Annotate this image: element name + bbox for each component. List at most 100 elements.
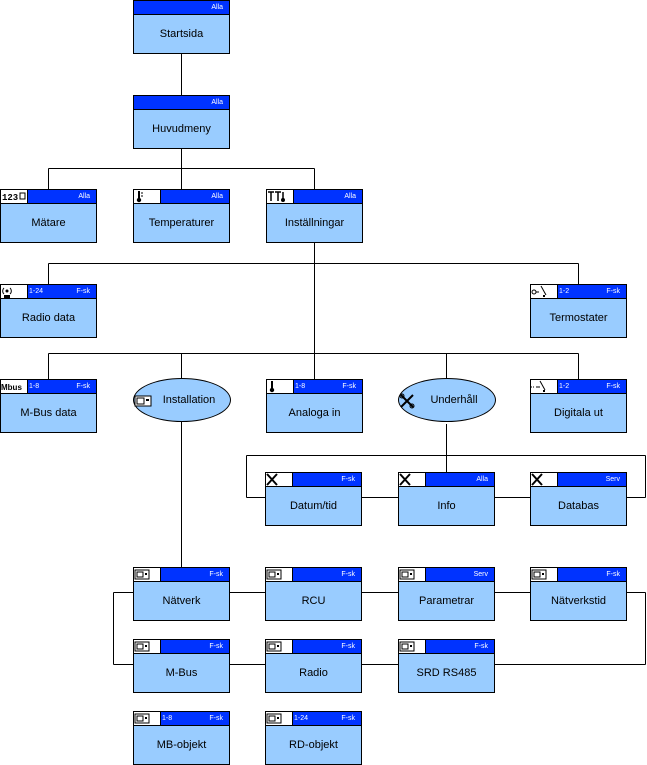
device-icon: [399, 640, 426, 653]
node-header: Mbus 1-8 F-sk: [1, 380, 96, 394]
node-installningar[interactable]: Alla Inställningar: [266, 189, 363, 243]
node-title: Radio: [299, 666, 328, 679]
device-icon: [134, 640, 161, 653]
node-header: 1-24 F-sk: [1, 285, 96, 299]
range-label: 1-24: [294, 715, 309, 722]
range-label: 1-24: [29, 288, 44, 295]
access-label: Alla: [211, 193, 223, 200]
node-header: 1-8 F-sk: [267, 380, 362, 394]
node-header: 123 Alla: [1, 190, 96, 204]
node-digitala-ut[interactable]: 1-2 F-sk Digitala ut: [530, 379, 627, 433]
device-icon: [399, 568, 426, 581]
node-analoga-in[interactable]: 1-8 F-sk Analoga in: [266, 379, 363, 433]
node-title: Huvudmeny: [152, 122, 211, 135]
node-parametrar[interactable]: Serv Parametrar: [398, 567, 495, 621]
node-title: M-Bus: [165, 666, 198, 679]
node-radio[interactable]: F-sk Radio: [265, 639, 362, 693]
access-label: F-sk: [606, 288, 620, 295]
node-info[interactable]: Alla Info: [398, 472, 495, 526]
node-databas[interactable]: Serv Databas: [530, 472, 627, 526]
node-header: Alla: [134, 96, 229, 110]
node-header: F-sk: [134, 640, 229, 654]
node-temperaturer[interactable]: Alla Temperaturer: [133, 189, 230, 243]
node-natverk[interactable]: F-sk Nätverk: [133, 567, 230, 621]
access-label: F-sk: [209, 643, 223, 650]
device-icon: [134, 568, 161, 581]
node-title: Startsida: [159, 27, 204, 40]
access-label: F-sk: [342, 383, 356, 390]
access-label: F-sk: [341, 715, 355, 722]
node-header: F-sk: [399, 640, 494, 654]
node-srd-rs485[interactable]: F-sk SRD RS485: [398, 639, 495, 693]
range-label: 1-8: [295, 383, 306, 390]
range-label: 1-2: [559, 383, 570, 390]
switch-icon: [531, 380, 558, 393]
node-header: Alla: [399, 473, 494, 487]
node-natverkstid[interactable]: F-sk Nätverkstid: [530, 567, 627, 621]
device-icon: [266, 640, 293, 653]
node-title: Datum/tid: [289, 499, 338, 512]
thermostat-icon: [531, 285, 558, 298]
svg-text:Mbus: Mbus: [1, 383, 22, 392]
node-datum-tid[interactable]: F-sk Datum/tid: [265, 472, 362, 526]
access-label: F-sk: [606, 383, 620, 390]
node-header: F-sk: [266, 640, 361, 654]
node-title: Parametrar: [418, 594, 475, 607]
node-title: Digitala ut: [554, 406, 603, 419]
node-title: Inställningar: [284, 216, 345, 229]
range-label: 1-2: [559, 288, 570, 295]
node-header: Alla: [267, 190, 362, 204]
node-title: Analoga in: [288, 406, 341, 419]
access-label: Alla: [344, 193, 356, 200]
node-mbus[interactable]: F-sk M-Bus: [133, 639, 230, 693]
node-startsida[interactable]: Alla Startsida: [133, 0, 230, 54]
device-icon: [531, 568, 558, 581]
group-installation[interactable]: Installation: [133, 378, 231, 422]
node-title: Nätverkstid: [550, 594, 607, 607]
node-header: Serv: [399, 568, 494, 582]
node-title: RD-objekt: [289, 738, 338, 751]
thermometer-icon: [267, 380, 294, 393]
node-header: F-sk: [134, 568, 229, 582]
node-title: Termostater: [549, 311, 608, 324]
node-title: MB-objekt: [156, 738, 207, 751]
group-underhall[interactable]: Underhåll: [398, 378, 496, 422]
node-matare[interactable]: 123 Alla Mätare: [0, 189, 97, 243]
node-title: SRD RS485: [416, 666, 477, 679]
access-label: F-sk: [341, 571, 355, 578]
settings-icon: [267, 190, 294, 203]
node-mbus-data[interactable]: Mbus 1-8 F-sk M-Bus data: [0, 379, 97, 433]
radio-icon: [1, 285, 28, 298]
node-title: M-Bus data: [20, 406, 77, 419]
access-label: F-sk: [341, 476, 355, 483]
access-label: Alla: [211, 99, 223, 106]
node-title: Databas: [558, 499, 599, 512]
node-title: Mätare: [31, 216, 66, 229]
tools-icon: [266, 473, 293, 486]
group-label: Underhåll: [430, 394, 478, 406]
tools-icon: [399, 473, 426, 486]
range-label: 1-8: [162, 715, 173, 722]
node-header: Serv: [531, 473, 626, 487]
access-label: F-sk: [76, 383, 90, 390]
svg-text:123: 123: [2, 193, 18, 203]
access-label: Serv: [605, 476, 620, 483]
access-label: Alla: [476, 476, 488, 483]
device-icon: [266, 712, 293, 725]
range-label: 1-8: [29, 383, 40, 390]
device-icon: [134, 712, 161, 725]
node-header: F-sk: [266, 568, 361, 582]
device-icon: [266, 568, 293, 581]
node-header: 1-8 F-sk: [134, 712, 229, 726]
node-rd-objekt[interactable]: 1-24 F-sk RD-objekt: [265, 711, 362, 765]
node-header: F-sk: [266, 473, 361, 487]
node-termostater[interactable]: 1-2 F-sk Termostater: [530, 284, 627, 338]
meter-icon: 123: [1, 190, 28, 203]
node-radio-data[interactable]: 1-24 F-sk Radio data: [0, 284, 97, 338]
access-label: F-sk: [76, 288, 90, 295]
node-rcu[interactable]: F-sk RCU: [265, 567, 362, 621]
node-mb-objekt[interactable]: 1-8 F-sk MB-objekt: [133, 711, 230, 765]
node-huvudmeny[interactable]: Alla Huvudmeny: [133, 95, 230, 149]
node-title: Nätverk: [162, 594, 201, 607]
